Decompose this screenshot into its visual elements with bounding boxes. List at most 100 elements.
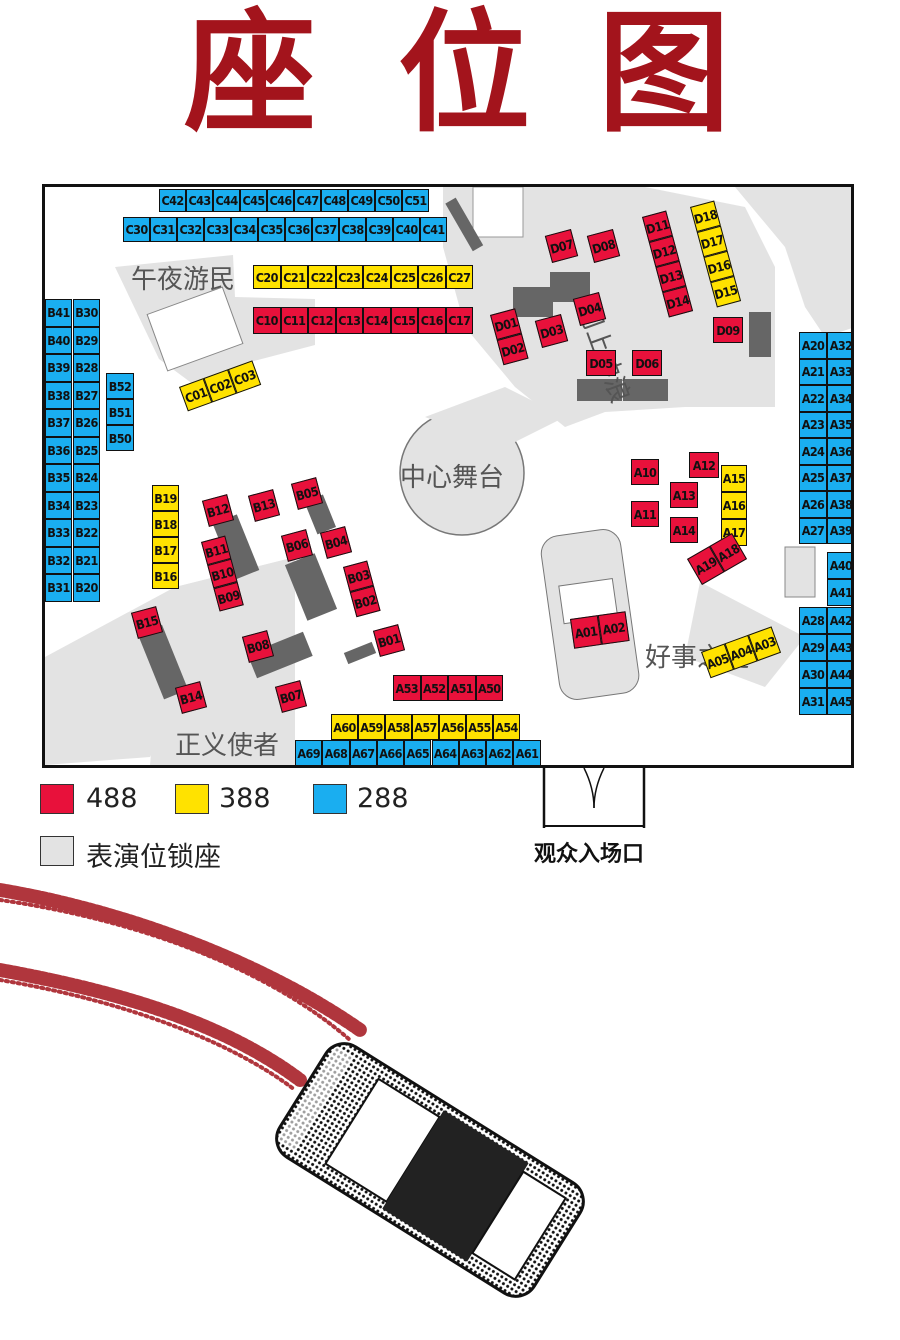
seat-a60[interactable]: A60 <box>331 714 358 740</box>
seat-a44[interactable]: A44 <box>827 661 851 688</box>
seat-d09[interactable]: D09 <box>713 317 743 343</box>
seat-a22[interactable]: A22 <box>799 385 827 412</box>
seat-b35[interactable]: B35 <box>45 464 72 492</box>
seat-b27[interactable]: B27 <box>73 381 100 409</box>
seat-c41[interactable]: C41 <box>420 217 447 242</box>
seat-b23[interactable]: B23 <box>73 491 100 519</box>
seat-c25[interactable]: C25 <box>390 265 418 289</box>
seat-b32[interactable]: B32 <box>45 546 72 574</box>
seat-c48[interactable]: C48 <box>321 189 348 212</box>
seat-c40[interactable]: C40 <box>393 217 420 242</box>
seat-a29[interactable]: A29 <box>799 634 827 661</box>
seat-a14[interactable]: A14 <box>670 517 698 543</box>
seat-a26[interactable]: A26 <box>799 491 827 518</box>
seat-c13[interactable]: C13 <box>335 307 363 334</box>
seat-c39[interactable]: C39 <box>366 217 393 242</box>
seat-a01[interactable]: A01 <box>570 615 602 649</box>
seat-a24[interactable]: A24 <box>799 438 827 465</box>
seat-a02[interactable]: A02 <box>597 611 630 645</box>
seat-b34[interactable]: B34 <box>45 491 72 519</box>
seat-a37[interactable]: A37 <box>827 464 851 491</box>
seat-a43[interactable]: A43 <box>827 634 851 661</box>
seat-a11[interactable]: A11 <box>631 501 659 527</box>
seat-a52[interactable]: A52 <box>420 675 448 701</box>
seat-a20[interactable]: A20 <box>799 332 827 359</box>
seat-b31[interactable]: B31 <box>45 574 72 602</box>
seat-c26[interactable]: C26 <box>418 265 446 289</box>
seat-b36[interactable]: B36 <box>45 436 72 464</box>
seat-a31[interactable]: A31 <box>799 688 827 715</box>
seat-a39[interactable]: A39 <box>827 517 851 544</box>
seat-b25[interactable]: B25 <box>73 436 100 464</box>
seat-b28[interactable]: B28 <box>73 354 100 382</box>
seat-a41[interactable]: A41 <box>827 579 851 606</box>
seat-a65[interactable]: A65 <box>404 740 432 765</box>
seat-d06[interactable]: D06 <box>632 350 662 376</box>
seat-c14[interactable]: C14 <box>363 307 391 334</box>
seat-c11[interactable]: C11 <box>280 307 308 334</box>
seat-c27[interactable]: C27 <box>445 265 473 289</box>
seat-c50[interactable]: C50 <box>375 189 402 212</box>
seat-a21[interactable]: A21 <box>799 358 827 385</box>
seat-b16[interactable]: B16 <box>152 563 179 589</box>
seat-c23[interactable]: C23 <box>335 265 363 289</box>
seat-a27[interactable]: A27 <box>799 517 827 544</box>
seat-b33[interactable]: B33 <box>45 519 72 547</box>
seat-c21[interactable]: C21 <box>280 265 308 289</box>
seat-b39[interactable]: B39 <box>45 354 72 382</box>
seat-c34[interactable]: C34 <box>231 217 258 242</box>
seat-c47[interactable]: C47 <box>294 189 321 212</box>
seat-a58[interactable]: A58 <box>385 714 412 740</box>
seat-c51[interactable]: C51 <box>402 189 429 212</box>
seat-a25[interactable]: A25 <box>799 464 827 491</box>
seat-a50[interactable]: A50 <box>475 675 503 701</box>
seat-a63[interactable]: A63 <box>458 740 487 765</box>
seat-a16[interactable]: A16 <box>721 492 747 519</box>
seat-a53[interactable]: A53 <box>393 675 421 701</box>
seat-a12[interactable]: A12 <box>689 452 719 478</box>
seat-a28[interactable]: A28 <box>799 607 827 634</box>
seat-c46[interactable]: C46 <box>267 189 294 212</box>
seat-a32[interactable]: A32 <box>827 332 851 359</box>
seat-c36[interactable]: C36 <box>285 217 312 242</box>
seat-a13[interactable]: A13 <box>670 482 698 508</box>
seat-c16[interactable]: C16 <box>418 307 446 334</box>
seat-c20[interactable]: C20 <box>253 265 281 289</box>
seat-b20[interactable]: B20 <box>73 574 100 602</box>
seat-c22[interactable]: C22 <box>308 265 336 289</box>
seat-a45[interactable]: A45 <box>827 688 851 715</box>
seat-b26[interactable]: B26 <box>73 409 100 437</box>
seat-a66[interactable]: A66 <box>376 740 405 765</box>
seat-a15[interactable]: A15 <box>721 465 747 492</box>
seat-b41[interactable]: B41 <box>45 299 72 327</box>
seat-c32[interactable]: C32 <box>177 217 204 242</box>
seat-a68[interactable]: A68 <box>322 740 350 765</box>
seat-c31[interactable]: C31 <box>150 217 177 242</box>
seat-b51[interactable]: B51 <box>106 399 134 425</box>
seat-a55[interactable]: A55 <box>466 714 493 740</box>
seat-b18[interactable]: B18 <box>152 511 179 537</box>
seat-a61[interactable]: A61 <box>513 740 541 765</box>
seat-b37[interactable]: B37 <box>45 409 72 437</box>
seat-b24[interactable]: B24 <box>73 464 100 492</box>
seat-a54[interactable]: A54 <box>493 714 520 740</box>
seat-a64[interactable]: A64 <box>431 740 459 765</box>
seat-c45[interactable]: C45 <box>240 189 267 212</box>
seat-b52[interactable]: B52 <box>106 373 134 399</box>
seat-a67[interactable]: A67 <box>349 740 377 765</box>
seat-c33[interactable]: C33 <box>204 217 231 242</box>
seat-a30[interactable]: A30 <box>799 661 827 688</box>
seat-b30[interactable]: B30 <box>73 299 100 327</box>
seat-a40[interactable]: A40 <box>827 552 851 579</box>
seat-a23[interactable]: A23 <box>799 411 827 438</box>
seat-b29[interactable]: B29 <box>73 326 100 354</box>
seat-c10[interactable]: C10 <box>253 307 281 334</box>
seat-b38[interactable]: B38 <box>45 381 72 409</box>
seat-a42[interactable]: A42 <box>827 607 851 634</box>
seat-a34[interactable]: A34 <box>827 385 851 412</box>
seat-a10[interactable]: A10 <box>631 459 659 485</box>
seat-d05[interactable]: D05 <box>586 350 616 376</box>
seat-b22[interactable]: B22 <box>73 519 100 547</box>
seat-a62[interactable]: A62 <box>486 740 514 765</box>
seat-c15[interactable]: C15 <box>390 307 418 334</box>
